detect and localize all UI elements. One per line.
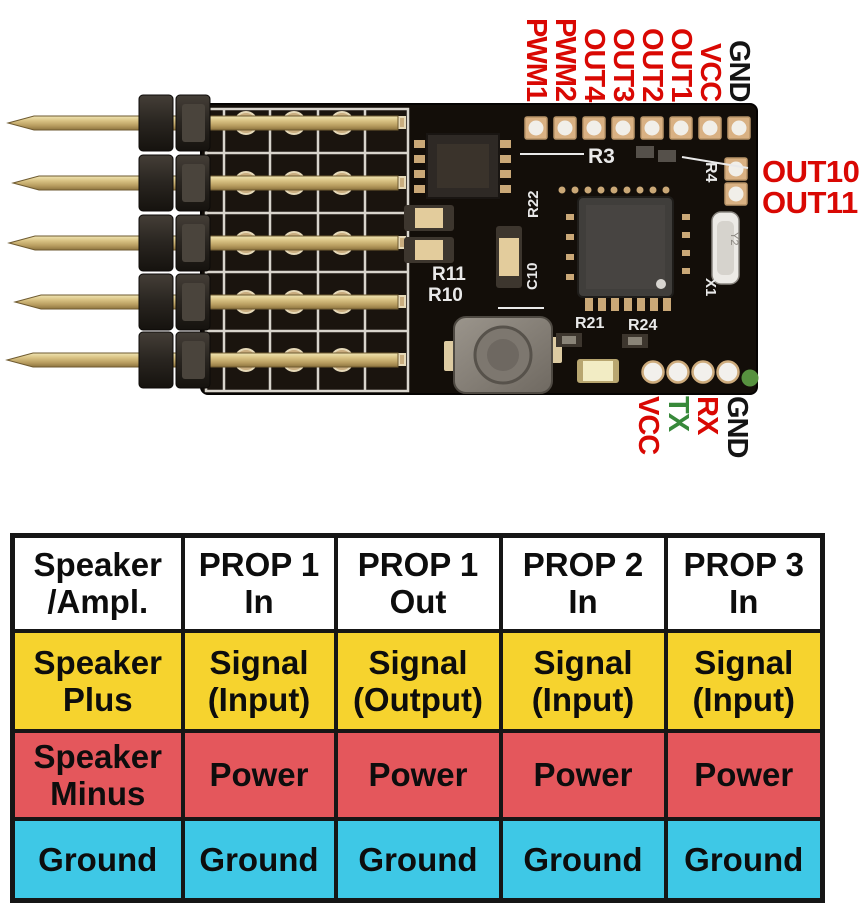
pin-label-rx: RX [691, 396, 723, 435]
pin-label-pwm1: PWM1 [520, 18, 552, 101]
silk-r21: R21 [575, 315, 604, 332]
table-cell: Signal(Input) [663, 628, 825, 733]
silk-r24: R24 [628, 317, 657, 334]
bottom-pad-row [641, 360, 759, 387]
crystal-label: Y2 [728, 232, 740, 245]
silk-x1: X1 [702, 278, 719, 296]
pin-label-pwm2: PWM2 [549, 18, 581, 101]
pin-label-gnd-top: GND [723, 39, 755, 101]
table-cell: Power [333, 728, 503, 821]
qfn-chip [414, 133, 511, 199]
pin-label-gnd-bottom: GND [721, 396, 753, 458]
out10-out11-pads [724, 157, 748, 206]
table-cell: Power [180, 728, 338, 821]
table-cell: Signal(Input) [180, 628, 338, 733]
pin-label-out11: OUT11 [762, 185, 858, 220]
col-header-speaker-ampl: Speaker/Ampl. [10, 533, 185, 633]
small-resistors [556, 146, 676, 348]
silk-r22: R22 [525, 190, 542, 218]
silkscreen: R3 R11 R10 R21 R24 R22 C10 R4 X1 [428, 145, 749, 334]
table-cell: Ground [180, 816, 338, 903]
table-cell: Power [498, 728, 668, 821]
pin-label-out10: OUT10 [762, 154, 860, 189]
table-row-ground: Ground Ground Ground Ground Ground [10, 816, 825, 903]
table-cell: Ground [333, 816, 503, 903]
pin-label-vcc-top: VCC [694, 42, 726, 101]
pin-label-out1: OUT1 [665, 27, 697, 101]
silk-r11: R11 [432, 264, 466, 285]
silk-c10: C10 [524, 262, 541, 290]
table-cell: Ground [10, 816, 185, 903]
silk-r10: R10 [428, 285, 463, 306]
pin-label-vcc-bottom: VCC [632, 396, 664, 455]
led [577, 359, 619, 383]
pin-label-out4: OUT4 [578, 27, 610, 101]
pin-label-out3: OUT3 [607, 27, 639, 101]
mcu-chip [558, 186, 690, 311]
silk-r3: R3 [588, 145, 615, 168]
pin-header-blocks [138, 94, 211, 389]
capacitors [404, 205, 522, 288]
crystal: Y2 [711, 211, 740, 285]
tactile-button [444, 316, 562, 394]
pin-label-out2: OUT2 [636, 27, 668, 101]
table-cell: Ground [498, 816, 668, 903]
table-cell: Ground [663, 816, 825, 903]
table-cell: Signal(Input) [498, 628, 668, 733]
silk-r4: R4 [702, 162, 719, 183]
pin-label-tx: TX [662, 396, 694, 432]
table-cell: Power [663, 728, 825, 821]
pcb-photo: Y2 R3 R11 [5, 94, 759, 395]
top-pad-row [524, 116, 751, 140]
right-pin-labels: OUT10 OUT11 [762, 154, 860, 220]
table-cell: Signal(Output) [333, 628, 503, 733]
